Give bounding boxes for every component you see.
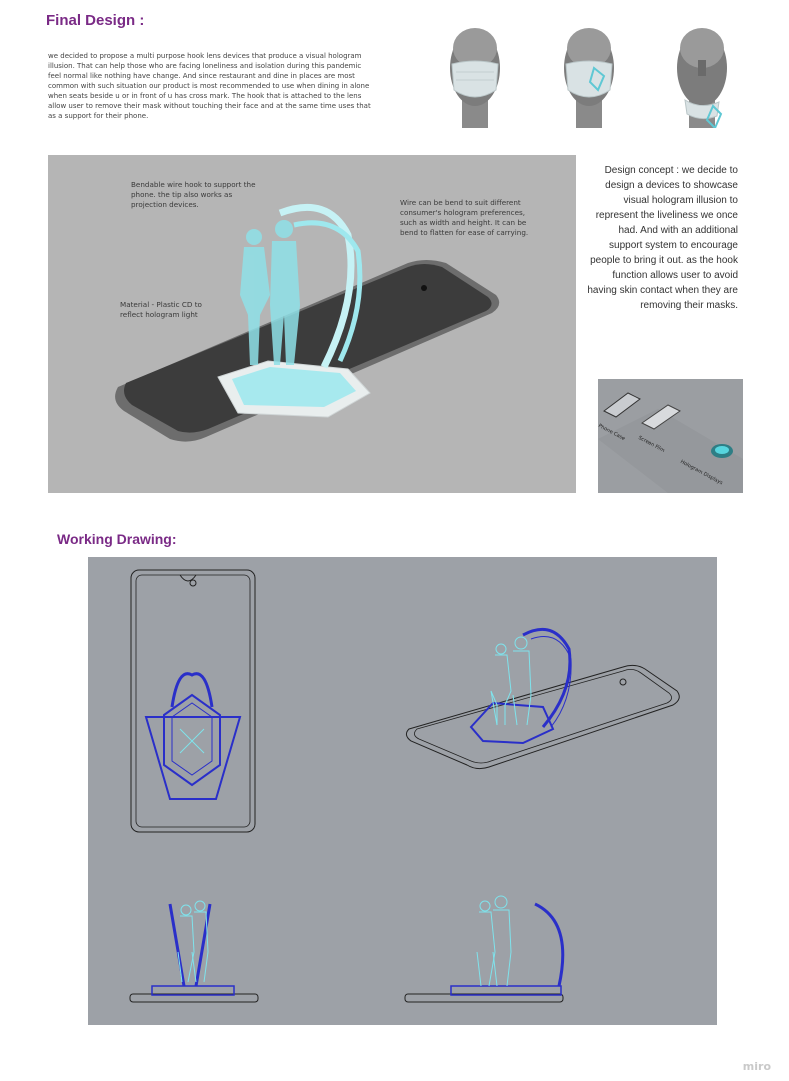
head-removing-mask-figure [560,18,618,128]
front-view-drawing [404,895,565,1003]
annotation-hook: Bendable wire hook to support the phone.… [131,180,256,209]
head-mask-removed-figure [673,18,731,128]
working-drawing-title: Working Drawing: [57,531,177,547]
working-drawing-panel [88,557,717,1025]
intro-paragraph: we decided to propose a multi purpose ho… [48,52,371,120]
perspective-view-drawing [405,627,680,770]
product-render-panel: Bendable wire hook to support the phone.… [48,155,576,493]
final-design-title: Final Design : [46,12,145,29]
side-view-drawing [129,900,259,1003]
exploded-layout-thumbnail: Phone Case Screen Film Hologram Displays [598,379,743,493]
top-view-drawing [130,569,256,833]
miro-brand-logo: miro [742,1060,771,1073]
head-with-mask-figure [446,18,504,128]
design-concept-text: Design concept : we decide to design a d… [587,165,738,311]
annotation-wire: Wire can be bend to suit different consu… [400,198,529,237]
phone-hologram-render [115,203,500,442]
annotation-material: Material - Plastic CD to reflect hologra… [120,300,202,319]
